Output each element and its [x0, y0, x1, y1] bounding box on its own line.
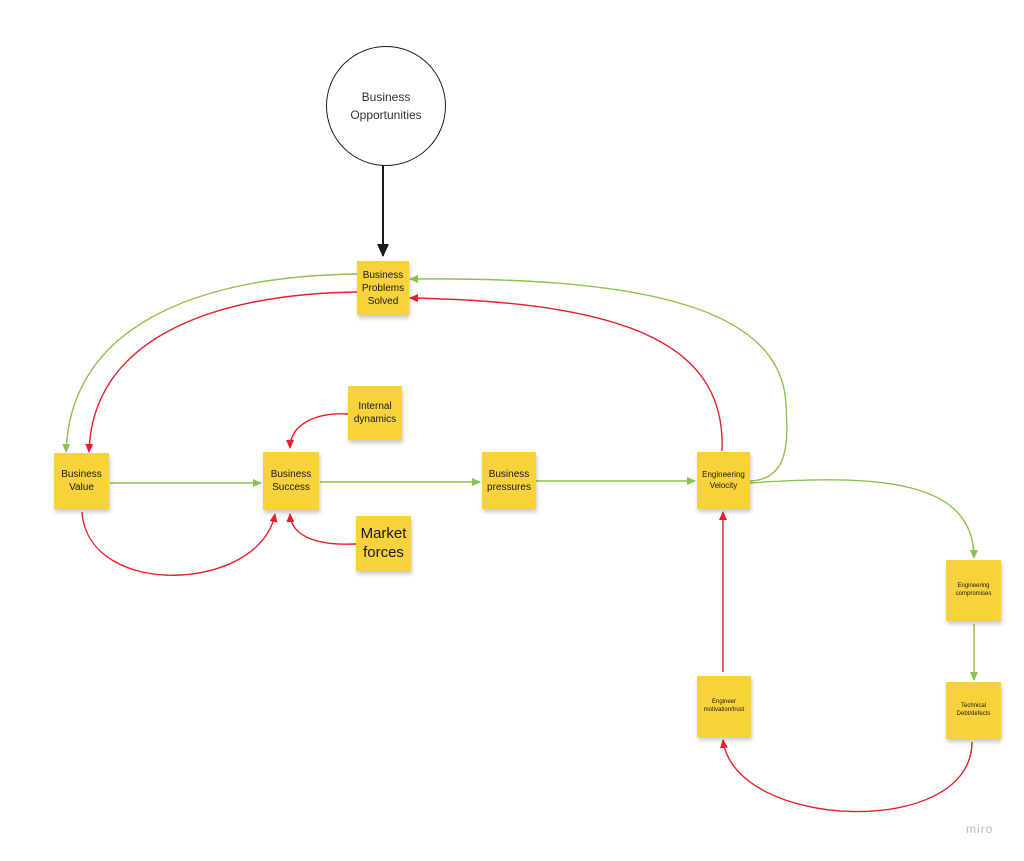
- arrow-velocity-to-problems-solved-green: [409, 274, 788, 482]
- arrow-value-to-success-red-loop: [81, 511, 278, 576]
- internal-dynamics-label: Internal dynamics: [353, 401, 397, 425]
- market-forces-label: Market forces: [360, 524, 407, 561]
- business-opportunities-label: Business Opportunities: [350, 90, 422, 122]
- engineering-compromises-label: Engineering compromises: [955, 582, 992, 597]
- arrow-market-forces-to-success: [286, 513, 357, 545]
- engineering-compromises-note[interactable]: Engineering compromises: [946, 560, 1001, 621]
- arrow-problems-solved-to-value-green: [62, 273, 358, 453]
- business-pressures-note[interactable]: Business pressures: [482, 452, 536, 509]
- business-opportunities-node[interactable]: Business Opportunities: [326, 46, 446, 166]
- miro-watermark: miro: [966, 822, 994, 836]
- technical-debt-note[interactable]: Technical Debt/defects: [946, 682, 1001, 739]
- business-value-label: Business Value: [61, 469, 102, 493]
- market-forces-note[interactable]: Market forces: [356, 516, 411, 571]
- business-success-note[interactable]: Business Success: [263, 452, 319, 510]
- business-value-note[interactable]: Business Value: [54, 453, 109, 509]
- arrow-velocity-to-compromises: [749, 479, 978, 559]
- engineering-velocity-note[interactable]: Engineering Velocity: [697, 452, 750, 509]
- engineering-velocity-label: Engineering Velocity: [702, 470, 745, 490]
- business-success-label: Business Success: [270, 469, 312, 493]
- arrow-internal-dynamics-to-success: [286, 413, 349, 449]
- engineer-motivation-note[interactable]: Engineer motivation/trust: [697, 676, 751, 737]
- business-problems-solved-note[interactable]: Business Problems Solved: [357, 261, 409, 315]
- business-pressures-label: Business pressures: [487, 468, 531, 493]
- business-problems-solved-label: Business Problems Solved: [361, 269, 405, 307]
- technical-debt-label: Technical Debt/defects: [956, 702, 991, 717]
- arrow-problems-solved-to-value-red: [85, 291, 358, 453]
- arrow-debt-to-motivation: [720, 739, 973, 813]
- internal-dynamics-note[interactable]: Internal dynamics: [348, 386, 402, 440]
- engineer-motivation-label: Engineer motivation/trust: [703, 698, 745, 713]
- arrow-velocity-to-problems-solved-red: [409, 294, 723, 452]
